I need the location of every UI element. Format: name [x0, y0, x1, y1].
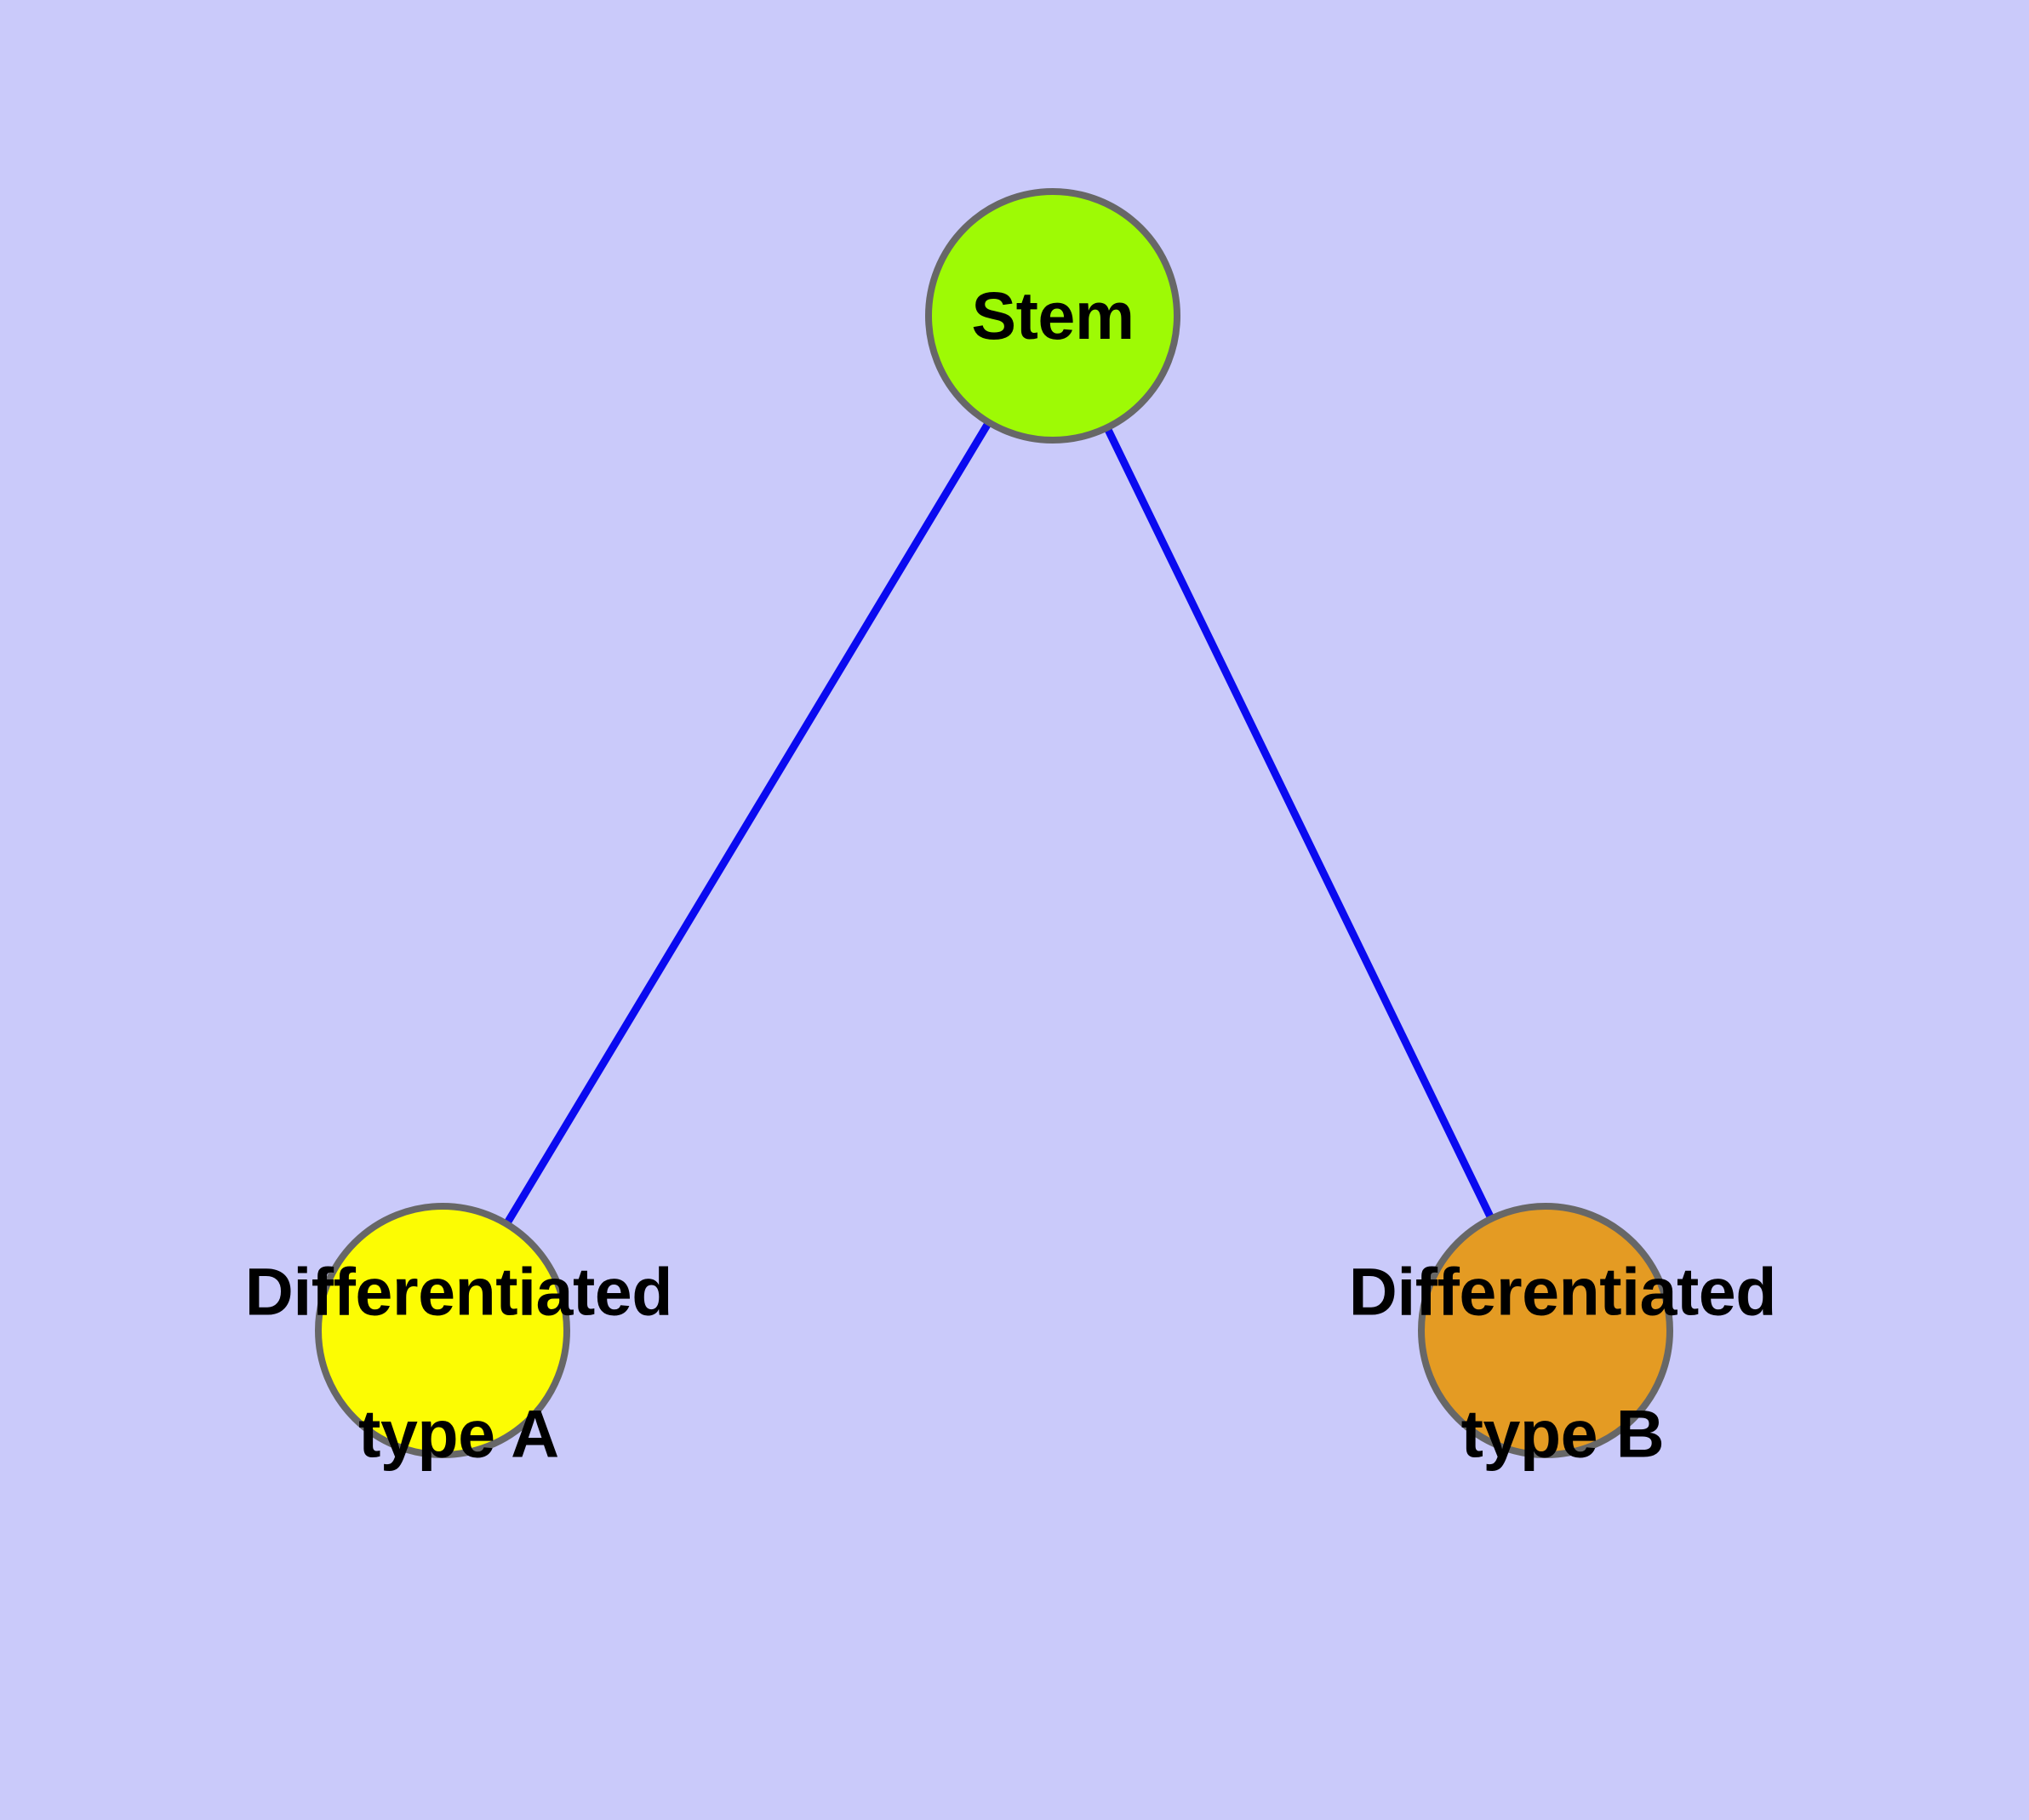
edge-stem-to-differentiated-type-a	[438, 312, 1057, 1335]
edge-stem-to-differentiated-type-b	[1049, 312, 1550, 1335]
node-layer	[315, 188, 1673, 1458]
node-differentiated-type-a[interactable]	[315, 1203, 570, 1458]
node-differentiated-type-b[interactable]	[1418, 1203, 1673, 1458]
edge-layer	[438, 312, 1550, 1335]
node-stem[interactable]	[925, 188, 1180, 444]
